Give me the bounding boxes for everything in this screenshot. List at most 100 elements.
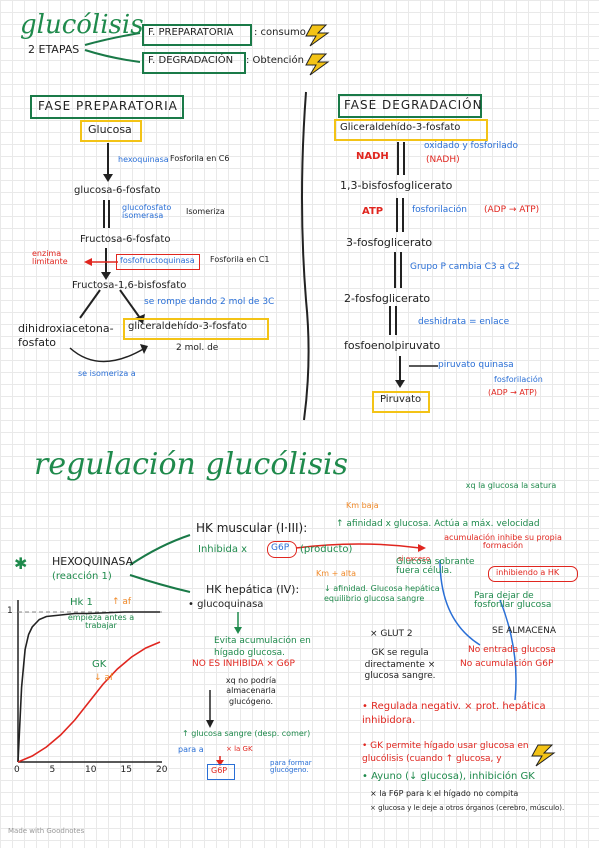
g6p-b: G6P [211,766,228,775]
acumulacion: acumulación inhibe su propia formación [444,533,562,550]
page-title: glucólisis [20,10,144,40]
gap-box [123,318,269,340]
glucoquinasa: • glucoquinasa [188,599,264,610]
two-mol: 2 mol. de [176,343,219,353]
gk-label: GK [92,659,107,670]
adp-atp: (ADP → ATP) [484,205,540,215]
fosforilacion-2: fosforilación [494,375,543,384]
g6p-circle [267,541,297,558]
prep-heading: FASE PREPARATORIA [38,99,178,113]
hk-hepatica: HK hepática (IV): [206,583,300,596]
hk-muscular: HK muscular (I·III): [196,521,308,535]
prep-note: : consumo [254,27,306,38]
producto: (producto) [300,544,353,555]
la-gk: × la GK [226,745,253,753]
inhibiendo-box [488,566,578,582]
f16bp: Fructosa-1,6-bisfosfato [72,280,187,291]
glut2: × GLUT 2 [370,629,413,639]
grupo-p: Grupo P cambia C3 a C2 [410,262,520,272]
glucosa-sangre: ↑ glucosa sangre (desp. comer) [182,729,311,738]
gk-regula: GK se regula directamente × glucosa sang… [364,648,436,682]
atp-left: ATP [362,206,384,217]
fosforilacion: fosforilación [412,205,467,215]
pfk: fosfofructoquinasa [120,256,195,265]
para-formar: para formar glucógeno. [270,759,312,774]
asterisk: ✱ [14,554,28,573]
regulation-title: regulación glucólisis [34,447,348,482]
afinidad-alta: ↑ afinidad x glucosa. Actúa a máx. veloc… [336,519,540,529]
pg2: 2-fosfoglicerato [344,292,431,305]
fosf-c1: Fosforila en C1 [210,255,270,264]
prep-heading-box [30,95,184,119]
empieza-antes: empieza antes a trabajar [67,613,135,630]
km-alta: Km + alta [316,569,356,578]
g6p-b-box [207,764,235,780]
reaccion-1: (reacción 1) [52,571,112,582]
gk-permite: • GK permite hígado usar glucosa en gluc… [362,741,529,764]
dhap: dihidroxiacetona-fosfato [18,322,114,350]
series-line-1 [17,641,161,763]
x-tick-15: 15 [120,765,132,775]
fosf-c6: Fosforila en C6 [170,154,230,163]
pfk-box [116,254,200,270]
baja-afinidad: ↓ afinidad. Glucosa hepática equilibrio … [324,584,440,604]
x-tick-0: 0 [14,765,20,775]
si-exceso: si exceso [398,555,431,563]
x-tick-5: 5 [49,765,56,775]
para-dejar: Para dejar de fosforilar glucosa [474,591,552,610]
evita-acumulacion: Evita acumulación en hígado glucosa. [214,636,311,658]
prep-box [142,24,252,46]
no-inhibida: NO ES INHIBIDA × G6P [192,659,295,669]
deg-gap: Gliceraldehído-3-fosfato [340,122,461,133]
no-entrada: No entrada glucosa [468,645,556,655]
deg-note: : Obtención [246,55,304,66]
deg-box [142,52,246,74]
oxidado: oxidado y fosforilado [424,141,519,151]
nadh-right: (NADH) [426,155,460,165]
inhibida: Inhibida x [198,544,248,555]
af-up: ↑ af [112,597,132,607]
piruvato: Piruvato [380,394,422,405]
piruvato-quinasa: piruvato quinasa [438,360,514,370]
glucosa-sobrante: Glucosa sobrante fuera célula. [396,557,475,576]
series-line-0 [17,611,160,763]
pep: fosfoenolpiruvato [344,339,441,352]
xq-no-podria: xq no podría almacenarla glucógeno. [225,676,277,706]
deg-heading-box [338,94,482,118]
af-down: ↓ af [94,673,114,683]
isomeriza: Isomeriza [186,207,225,216]
g6p: G6P [271,543,290,553]
la-f6p: × la F6P para k el hígado no compita [370,789,519,798]
nadh-left: NADH [356,151,389,162]
ayuno: • Ayuno (↓ glucosa), inhibición GK [362,771,535,782]
y-tick-1: 1 [7,606,13,616]
pg3: 3-fosfoglicerato [346,236,433,249]
isomerasa: glucofosfato isomerasa [122,203,172,220]
se-almacena: SE ALMACENA [492,626,557,636]
footer: Made with Goodnotes [8,827,85,835]
glucosa: Glucosa [88,123,132,136]
para-a: para a [178,745,204,754]
hexoquinasa: hexoquinasa [118,155,169,164]
se-isomeriza: se isomeriza a [78,369,136,378]
f6p: Fructosa-6-fosfato [80,234,171,245]
deshidrata: deshidrata = enlace [418,317,510,327]
inhibiendo-hk: inhibiendo a HK [496,568,560,577]
deg-label: F. DEGRADACIÓN [148,55,234,66]
hk1-label: Hk 1 [70,597,93,608]
no-acumulacion: No acumulación G6P [460,659,554,669]
glucosa-box [80,120,142,142]
deg-gap-box [334,119,488,141]
saturation-chart [17,600,162,763]
x-tick-20: 20 [156,765,168,775]
adp-atp-2: (ADP → ATP) [488,388,538,397]
hexoquinasa-title: HEXOQUINASA [52,555,134,568]
x-tick-10: 10 [85,765,97,775]
prep-label: F. PREPARATORIA [148,27,234,38]
stages-label: 2 ETAPAS [28,43,80,56]
deg-heading: FASE DEGRADACIÓN [344,98,483,112]
km-baja: Km baja [346,501,379,510]
se-rompe: se rompe dando 2 mol de 3C [144,297,275,307]
piruvato-box [372,391,430,413]
